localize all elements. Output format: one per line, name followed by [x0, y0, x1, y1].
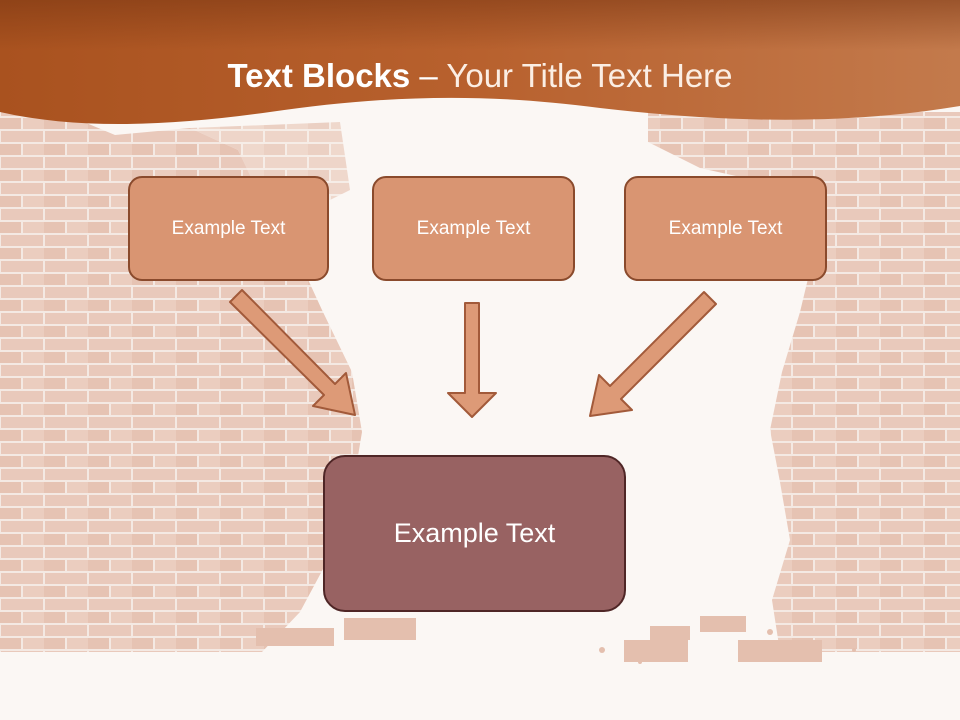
title-bold: Text Blocks — [227, 57, 411, 94]
text-block-2[interactable]: Example Text — [372, 176, 575, 281]
text-block-1[interactable]: Example Text — [128, 176, 329, 281]
text-block-2-label: Example Text — [416, 217, 531, 239]
main-text-block[interactable]: Example Text — [323, 455, 626, 612]
arrow-left-diagonal — [229, 289, 356, 416]
text-block-3-label: Example Text — [668, 217, 783, 239]
arrow-center-down — [447, 302, 497, 418]
brick-rubble — [256, 616, 856, 664]
title-dash: – — [410, 57, 447, 94]
main-text-block-label: Example Text — [393, 518, 556, 548]
text-block-3[interactable]: Example Text — [624, 176, 827, 281]
brick-wall-right — [648, 112, 960, 652]
text-block-1-label: Example Text — [171, 217, 286, 239]
slide-title: Text Blocks – Your Title Text Here — [0, 52, 960, 100]
arrow-right-diagonal — [589, 291, 717, 417]
title-light: Your Title Text Here — [446, 57, 733, 94]
